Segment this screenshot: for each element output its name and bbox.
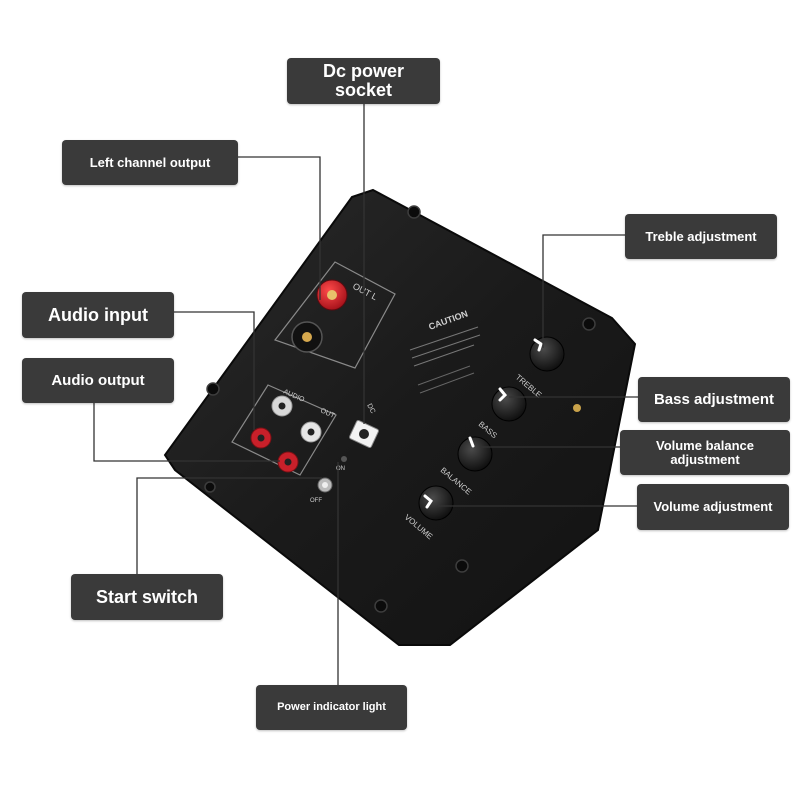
dc-power-socket-callout: Dc power socket bbox=[287, 58, 440, 104]
gold-screw bbox=[573, 404, 581, 412]
volume-knob bbox=[418, 485, 454, 521]
on-label: ON bbox=[336, 466, 345, 472]
balance-knob bbox=[457, 436, 493, 472]
rca-output-white bbox=[300, 421, 322, 443]
bass-knob bbox=[491, 386, 527, 422]
off-label: OFF bbox=[310, 498, 322, 504]
output-terminal-frame bbox=[274, 261, 396, 369]
rca-input-white bbox=[271, 395, 293, 417]
volume-adjustment-callout: Volume adjustment bbox=[637, 484, 789, 530]
audio-output-callout: Audio output bbox=[22, 358, 174, 403]
amplifier-panel bbox=[163, 188, 637, 646]
bass-adjustment-callout: Bass adjustment bbox=[638, 377, 790, 422]
audio-input-callout: Audio input bbox=[22, 292, 174, 338]
binding-post-red bbox=[316, 279, 348, 311]
rca-output-red bbox=[277, 451, 299, 473]
binding-post-black bbox=[291, 321, 323, 353]
power-indicator-light-callout: Power indicator light bbox=[256, 685, 407, 730]
power-toggle-switch bbox=[317, 477, 333, 493]
treble-adjustment-callout: Treble adjustment bbox=[625, 214, 777, 259]
dc-socket bbox=[349, 420, 379, 448]
dc-label: DC bbox=[365, 403, 376, 415]
start-switch-callout: Start switch bbox=[71, 574, 223, 620]
left-channel-output-callout: Left channel output bbox=[62, 140, 238, 185]
leader-lines bbox=[93, 102, 638, 685]
power-indicator-led bbox=[341, 456, 347, 462]
volume-balance-adjustment-callout: Volume balance adjustment bbox=[620, 430, 790, 475]
audio-rca-frame bbox=[231, 384, 337, 476]
mounting-screws bbox=[204, 205, 596, 613]
rca-input-red bbox=[250, 427, 272, 449]
treble-knob bbox=[529, 336, 565, 372]
